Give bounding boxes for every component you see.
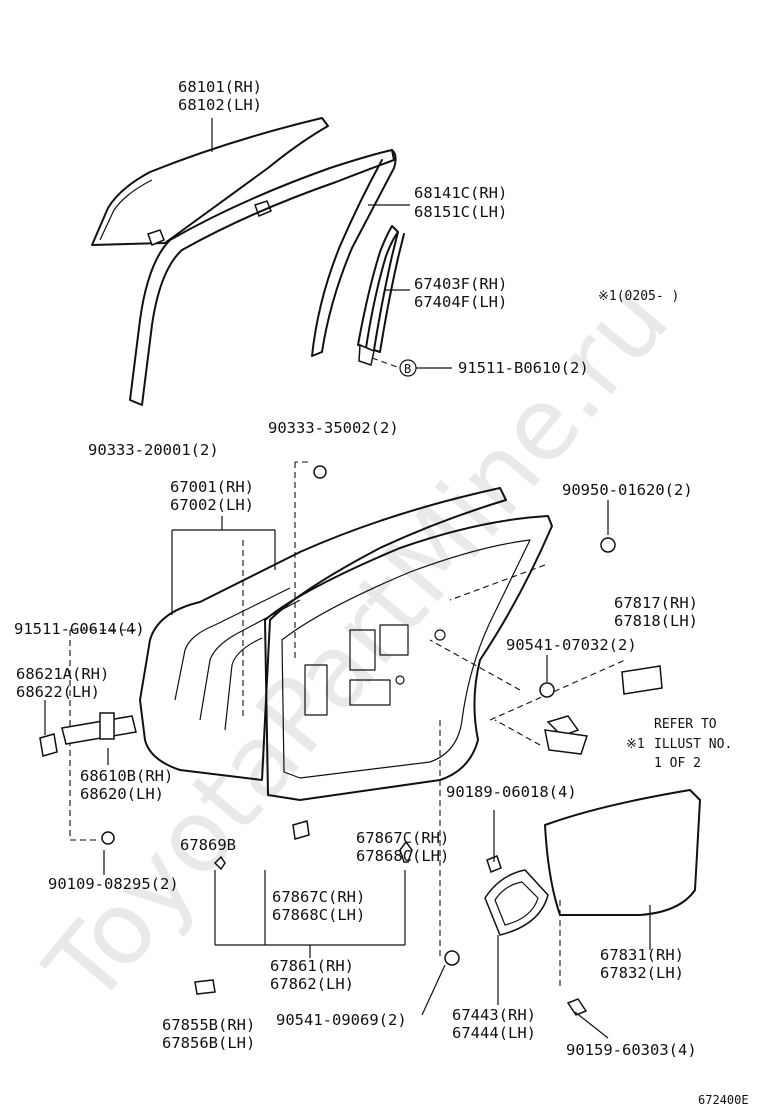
label-nut-06018: 90189-06018(4) bbox=[446, 783, 577, 801]
label-weather-lh: 67862(LH) bbox=[270, 975, 354, 993]
door-panel-drawing bbox=[139, 487, 553, 801]
label-note-date: ※1(0205- ) bbox=[598, 289, 679, 304]
label-clip-09069: 90541-09069(2) bbox=[276, 1011, 407, 1029]
label-bolt-b: 91511-B0610(2) bbox=[458, 359, 589, 377]
label-frame-rh: 67403F(RH) bbox=[414, 275, 507, 293]
label-clip-c2-lh: 67868C(LH) bbox=[272, 906, 365, 924]
part-labels: 68101(RH) 68102(LH) 68141C(RH) 68151C(LH… bbox=[14, 78, 749, 1107]
label-plug-01620: 90950-01620(2) bbox=[562, 481, 693, 499]
glass-run-drawing bbox=[129, 149, 397, 406]
label-insert-lh: 67444(LH) bbox=[452, 1024, 536, 1042]
label-check-rh: 68610B(RH) bbox=[80, 767, 173, 785]
label-clip-c-rh: 67867C(RH) bbox=[356, 829, 449, 847]
label-stopper-lh: 68622(LH) bbox=[16, 683, 100, 701]
label-pad-lh: 67856B(LH) bbox=[162, 1034, 255, 1052]
label-hole-rh: 67831(RH) bbox=[600, 946, 684, 964]
label-glass-lh: 68102(LH) bbox=[178, 96, 262, 114]
label-frame-lh: 67404F(LH) bbox=[414, 293, 507, 311]
label-bolt-g0614: 91511-G0614(4) bbox=[14, 620, 145, 638]
label-insert-rh: 67443(RH) bbox=[452, 1006, 536, 1024]
circle-b-marker: B bbox=[404, 362, 411, 376]
label-refer-1: REFER TO bbox=[654, 717, 717, 732]
label-check-lh: 68620(LH) bbox=[80, 785, 164, 803]
label-cover-rh: 67817(RH) bbox=[614, 594, 698, 612]
label-glass-rh: 68101(RH) bbox=[178, 78, 262, 96]
label-screw-60303: 90159-60303(4) bbox=[566, 1041, 697, 1059]
small-parts-drawing bbox=[39, 465, 701, 1016]
label-run-lh: 68151C(LH) bbox=[414, 203, 507, 221]
label-door-lh: 67002(LH) bbox=[170, 496, 254, 514]
label-refer-3: 1 OF 2 bbox=[654, 756, 701, 771]
label-clip-c-lh: 67868C(LH) bbox=[356, 847, 449, 865]
label-clip-20001: 90333-20001(2) bbox=[88, 441, 219, 459]
window-frame-drawing bbox=[357, 225, 405, 366]
illustration-code: 672400E bbox=[698, 1093, 749, 1107]
label-weather-rh: 67861(RH) bbox=[270, 957, 354, 975]
label-67869b: 67869B bbox=[180, 836, 236, 854]
label-run-rh: 68141C(RH) bbox=[414, 184, 507, 202]
label-pad-rh: 67855B(RH) bbox=[162, 1016, 255, 1034]
label-refer-2: ILLUST NO. bbox=[654, 737, 732, 752]
label-hole-lh: 67832(LH) bbox=[600, 964, 684, 982]
label-clip-35002: 90333-35002(2) bbox=[268, 419, 399, 437]
label-door-rh: 67001(RH) bbox=[170, 478, 254, 496]
label-refer-mark: ※1 bbox=[626, 737, 645, 752]
label-clip-c2-rh: 67867C(RH) bbox=[272, 888, 365, 906]
label-clip-07032: 90541-07032(2) bbox=[506, 636, 637, 654]
label-bolt-08295: 90109-08295(2) bbox=[48, 875, 179, 893]
label-stopper-rh: 68621A(RH) bbox=[16, 665, 109, 683]
label-cover-lh: 67818(LH) bbox=[614, 612, 698, 630]
